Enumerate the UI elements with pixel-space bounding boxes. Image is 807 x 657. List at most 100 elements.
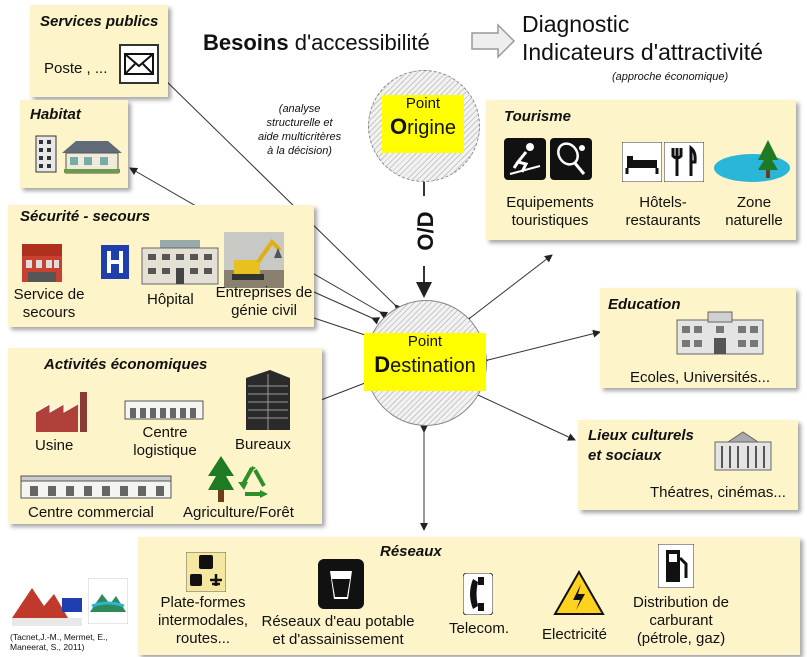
services-item: Poste , ... [44, 60, 108, 77]
eau-line2: et d'assainissement [272, 631, 404, 648]
telephone-icon [462, 572, 494, 620]
services-title: Services publics [40, 13, 159, 30]
office-tower-icon [240, 366, 296, 437]
tree-icon [206, 454, 236, 509]
credit-line1: (Tacnet,J.-M., Mermet, E., [10, 632, 108, 642]
plate-label: Plate-formes intermodales, routes... [148, 594, 258, 648]
analyse-note-line1: (analyse [278, 103, 321, 115]
equip-line1: Equipements [506, 194, 594, 211]
lieux-item: Théatres, cinémas... [650, 484, 786, 501]
education-item: Ecoles, Universités... [630, 369, 771, 386]
genie-label: Entreprises de génie civil [212, 284, 316, 320]
fuel-pump-icon [657, 543, 695, 593]
arrow-lieux [469, 388, 576, 441]
eau-line1: Réseaux d'eau potable [261, 613, 415, 630]
analyse-note-line3: aide multicritères [258, 131, 342, 143]
credit-line2: Maneerat, S., 2011) [10, 642, 85, 652]
destination-label: Point Destination [364, 333, 486, 391]
paramount-logo [87, 577, 129, 629]
electricity-icon [553, 569, 605, 621]
credit-text: (Tacnet,J.-M., Mermet, E., Maneerat, S.,… [10, 632, 108, 652]
analyse-note-line2: structurelle et [266, 117, 333, 129]
skier-icon [504, 138, 546, 185]
hotels-line1: Hôtels- [639, 194, 687, 211]
od-label: O/D [413, 196, 438, 266]
eau-label: Réseaux d'eau potable et d'assainissemen… [255, 613, 421, 649]
education-title: Education [608, 296, 681, 313]
diagnostic-line2: Indicateurs d'attractivité [522, 39, 763, 65]
usine-label: Usine [35, 437, 74, 454]
logistique-line1: Centre [142, 424, 188, 441]
apartment-building-icon [34, 134, 58, 179]
analyse-note: (analyse structurelle et aide multicritè… [258, 102, 341, 158]
service-secours-line2: secours [22, 304, 76, 321]
origin-big: O [389, 114, 408, 139]
securite-title: Sécurité - secours [20, 208, 151, 225]
diagnostic-line1: Diagnostic [522, 11, 630, 37]
zone-line2: naturelle [725, 212, 783, 229]
origin-line1: Point [405, 95, 441, 112]
activites-title: Activités économiques [44, 356, 208, 373]
equip-line2: touristiques [511, 212, 589, 229]
fire-station-icon [20, 242, 64, 289]
hotels-line2: restaurants [625, 212, 701, 229]
main-title-rest: d'accessibilité [288, 30, 430, 55]
arrow-securite-1 [304, 287, 381, 325]
diagnostic-arrow [471, 23, 516, 59]
bed-icon [621, 141, 663, 187]
equip-label: Equipements touristiques [502, 194, 598, 230]
tourisme-title: Tourisme [504, 108, 571, 125]
distrib-line3: (pétrole, gaz) [636, 630, 726, 647]
distrib-line1: Distribution de [633, 594, 729, 611]
diagnostic-title: Diagnostic Indicateurs d'attractivité [522, 10, 763, 66]
destination-line1: Point [407, 333, 443, 350]
lieux-title-line1: Lieux culturels [588, 427, 694, 444]
service-secours-label: Service de secours [10, 286, 88, 322]
zone-line1: Zone [736, 194, 772, 211]
main-title-bold: Besoins [203, 30, 289, 55]
factory-icon [34, 390, 90, 439]
service-secours-line1: Service de [13, 286, 85, 303]
alpine-space-logo [10, 578, 84, 633]
arrow-tourisme [462, 254, 553, 326]
telecom-label: Telecom. [449, 620, 510, 637]
habitat-title: Habitat [30, 106, 81, 123]
school-building-icon [676, 310, 764, 361]
genie-line2: génie civil [231, 302, 297, 319]
warehouse-icon [124, 400, 204, 425]
plate-line2: intermodales, [157, 612, 249, 629]
agriculture-label: Agriculture/Forêt [183, 504, 294, 521]
lieux-title-line2: et sociaux [588, 447, 662, 464]
origin-label: Point Origine [382, 95, 464, 153]
destination-rest: estination [390, 355, 476, 377]
destination-big: D [374, 352, 391, 377]
hotels-label: Hôtels- restaurants [616, 194, 710, 230]
hospital-sign-icon [101, 245, 129, 284]
water-glass-icon [318, 559, 364, 614]
reseaux-title: Réseaux [380, 543, 442, 560]
excavator-photo-icon [224, 232, 284, 293]
bureaux-label: Bureaux [235, 436, 291, 453]
recycle-icon [234, 464, 270, 505]
plate-line1: Plate-formes [160, 594, 246, 611]
logistique-label: Centre logistique [132, 424, 198, 460]
transport-hub-icon [185, 551, 227, 597]
analyse-note-line4: à la décision) [267, 145, 332, 157]
electricite-label: Electricité [542, 626, 608, 643]
logistique-line2: logistique [133, 442, 197, 459]
house-icon [60, 137, 124, 180]
diagnostic-note: (approche économique) [612, 71, 729, 83]
main-title: Besoins d'accessibilité [203, 30, 430, 56]
commercial-label: Centre commercial [28, 504, 154, 521]
lieux-title: Lieux culturels et sociaux [588, 426, 694, 466]
genie-line1: Entreprises de [215, 284, 313, 301]
envelope-icon [119, 44, 159, 89]
hospital-building-icon [140, 238, 220, 291]
tennis-icon [550, 138, 592, 185]
origin-rest: rigine [407, 117, 457, 139]
distrib-line2: carburant [649, 612, 713, 629]
shopping-center-icon [20, 474, 172, 505]
zone-label: Zone naturelle [722, 194, 786, 230]
arrow-education [480, 329, 601, 366]
